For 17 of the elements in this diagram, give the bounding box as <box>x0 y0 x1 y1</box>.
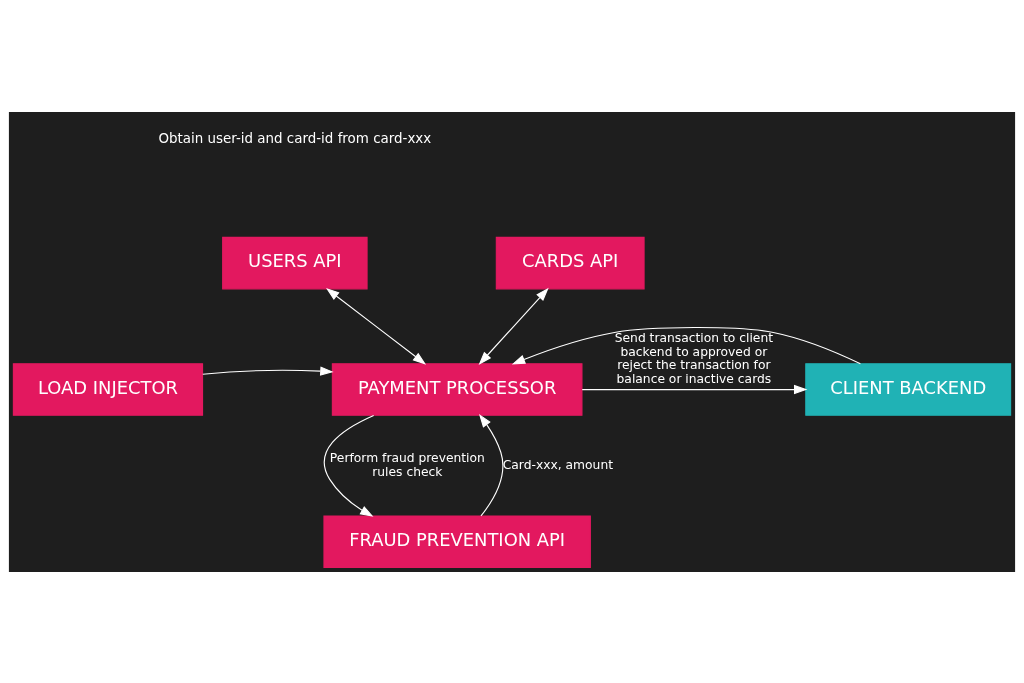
edge-label: Send transaction to client backend to approved or reject the transaction for balance or inactive cards <box>614 330 774 386</box>
node-box: CARDS API <box>495 236 645 289</box>
node-box: PAYMENT PROCESSOR <box>331 362 583 416</box>
arrow <box>581 384 808 394</box>
arrow <box>323 414 375 517</box>
edge-label: Card-xxx, amount <box>502 457 614 472</box>
node-box: FRAUD PREVENTION API <box>323 515 591 568</box>
node-box: CLIENT BACKEND <box>805 362 1012 416</box>
edge-label: Perform fraud prevention rules check <box>329 450 485 479</box>
label: Obtain user-id and card-id from card-xxx <box>158 130 432 146</box>
arrow <box>325 287 427 365</box>
node-box: LOAD INJECTOR <box>12 362 204 416</box>
node-box: USERS API <box>222 236 368 289</box>
arrow <box>478 413 504 517</box>
arrow <box>202 365 334 376</box>
arrow <box>511 326 861 364</box>
arrow <box>478 287 549 365</box>
